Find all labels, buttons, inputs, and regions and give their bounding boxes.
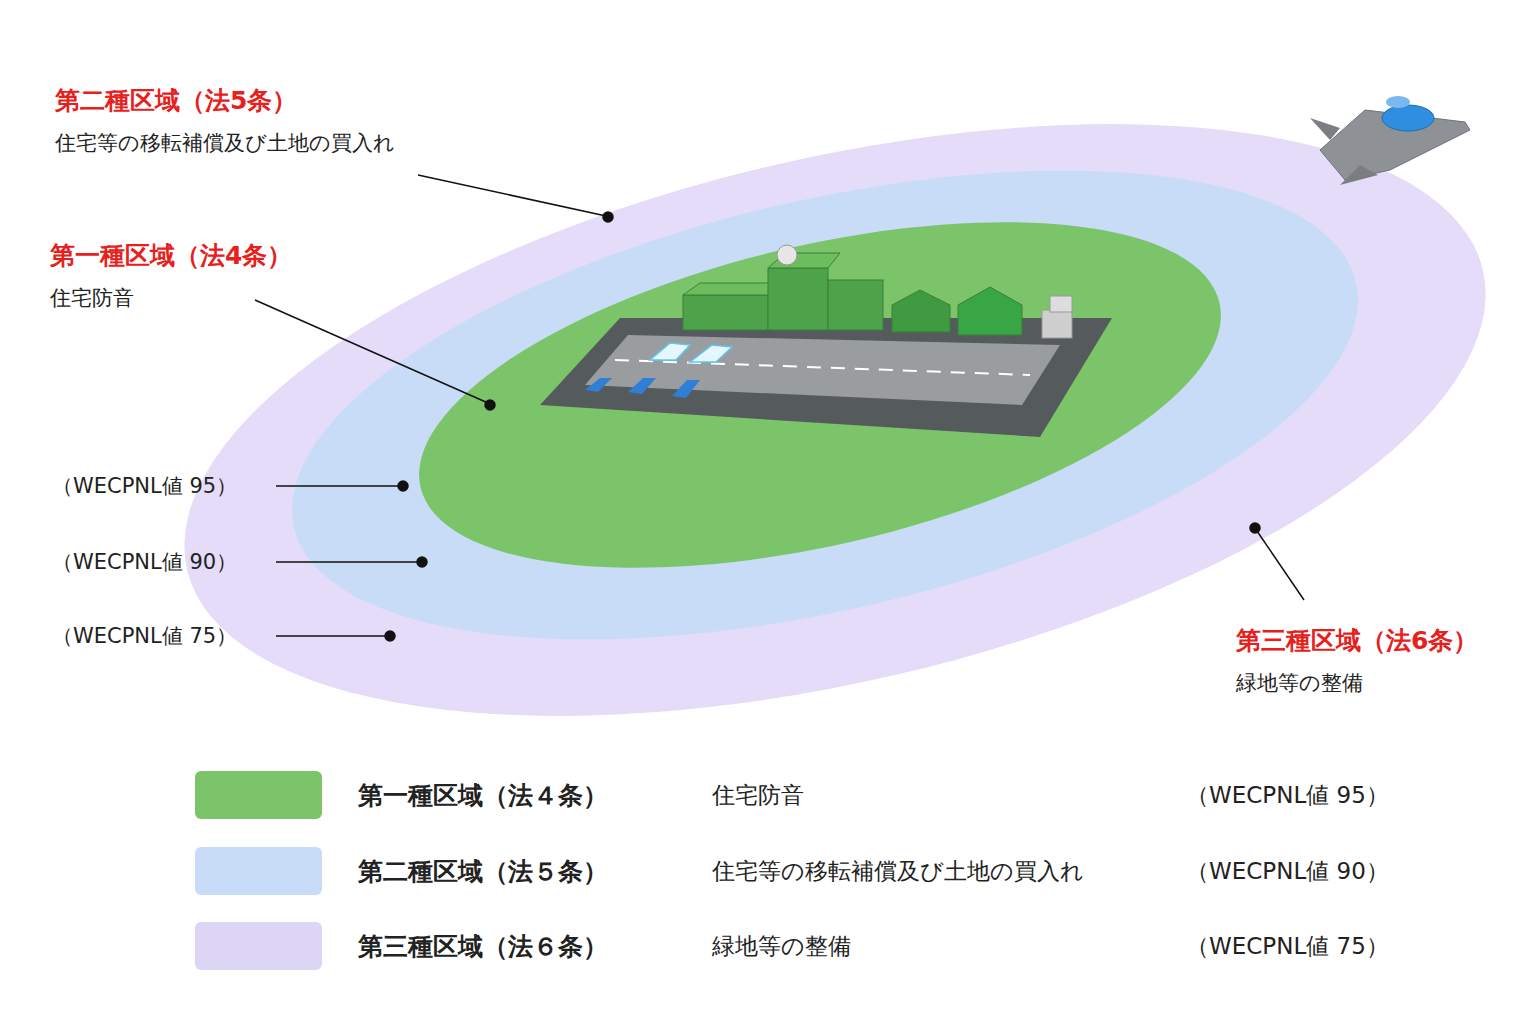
- legend-description: 住宅防音: [712, 780, 804, 811]
- jet-illustration: [1310, 96, 1470, 185]
- zone-description: 住宅等の移転補償及び土地の買入れ: [55, 129, 395, 157]
- zone-heading: 第一種区域（法4条）: [50, 239, 292, 272]
- parked-aircraft: [585, 378, 700, 398]
- wecpnl-value: （WECPNL値 95）: [52, 472, 237, 500]
- legend-swatch: [195, 847, 322, 895]
- wecpnl-value: （WECPNL値 75）: [52, 622, 237, 650]
- legend-heading: 第三種区域（法６条）: [358, 930, 608, 963]
- runway-aircraft: [650, 343, 732, 362]
- legend-heading: 第二種区域（法５条）: [358, 855, 608, 888]
- zone-heading: 第二種区域（法5条）: [55, 84, 297, 117]
- legend-wecpnl: （WECPNL値 75）: [1186, 931, 1389, 962]
- legend-description: 緑地等の整備: [712, 931, 851, 962]
- legend-wecpnl: （WECPNL値 95）: [1186, 780, 1389, 811]
- runway: [585, 335, 1060, 405]
- legend-description: 住宅等の移転補償及び土地の買入れ: [712, 856, 1084, 887]
- zone-description: 住宅防音: [50, 284, 134, 312]
- zone-2-ellipse: [248, 83, 1402, 728]
- legend-swatch: [195, 771, 322, 819]
- runway-centerline: [615, 360, 1030, 375]
- wecpnl-value: （WECPNL値 90）: [52, 548, 237, 576]
- zone-heading: 第三種区域（法6条）: [1236, 624, 1478, 657]
- legend-wecpnl: （WECPNL値 90）: [1186, 856, 1389, 887]
- zone-1-ellipse: [387, 157, 1253, 634]
- buildings: [683, 245, 1072, 338]
- leader-lines: [255, 175, 1304, 641]
- legend-heading: 第一種区域（法４条）: [358, 779, 608, 812]
- tarmac: [540, 318, 1112, 437]
- legend-swatch: [195, 922, 322, 970]
- airbase: [540, 245, 1112, 437]
- zone-description: 緑地等の整備: [1236, 669, 1363, 697]
